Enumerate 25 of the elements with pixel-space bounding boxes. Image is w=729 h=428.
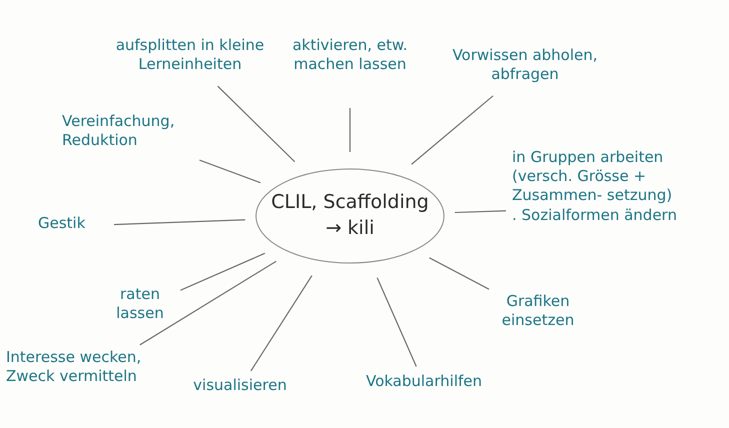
topic-text: → kili (326, 217, 374, 241)
idea-text: Gestik (38, 214, 86, 233)
idea-text: . Sozialformen ändern (512, 206, 677, 225)
idea-text: Vokabularhilfen (366, 372, 482, 391)
idea-text: aufsplitten in kleine Lerneinheiten (114, 36, 266, 74)
connector-line (114, 219, 246, 226)
connector-line (349, 108, 351, 152)
idea-text: Vorwissen abholen, abfragen (451, 46, 599, 84)
idea-text: aktivieren, etw. machen lassen (291, 36, 409, 74)
connector-line (140, 260, 276, 346)
connector-line (180, 252, 266, 291)
connector-line (376, 278, 417, 367)
connector-line (429, 257, 490, 290)
connector-line (199, 160, 261, 184)
idea-text: visualisieren (193, 376, 287, 395)
connector-line (217, 86, 296, 162)
connector-line (250, 275, 312, 372)
connector-line (411, 95, 494, 165)
idea-text: raten lassen (115, 285, 165, 322)
idea-text: in Gruppen arbeiten (versch. Grösse + Zusammen- setzung) (512, 148, 674, 204)
connector-line (454, 210, 506, 214)
idea-text: Grafiken einsetzen (500, 292, 576, 330)
idea-text: Vereinfachung, Reduktion (62, 112, 176, 150)
idea-text: Interesse wecken, Zweck vermitteln (6, 348, 142, 386)
topic-text: CLIL, Scaffolding (271, 191, 429, 215)
